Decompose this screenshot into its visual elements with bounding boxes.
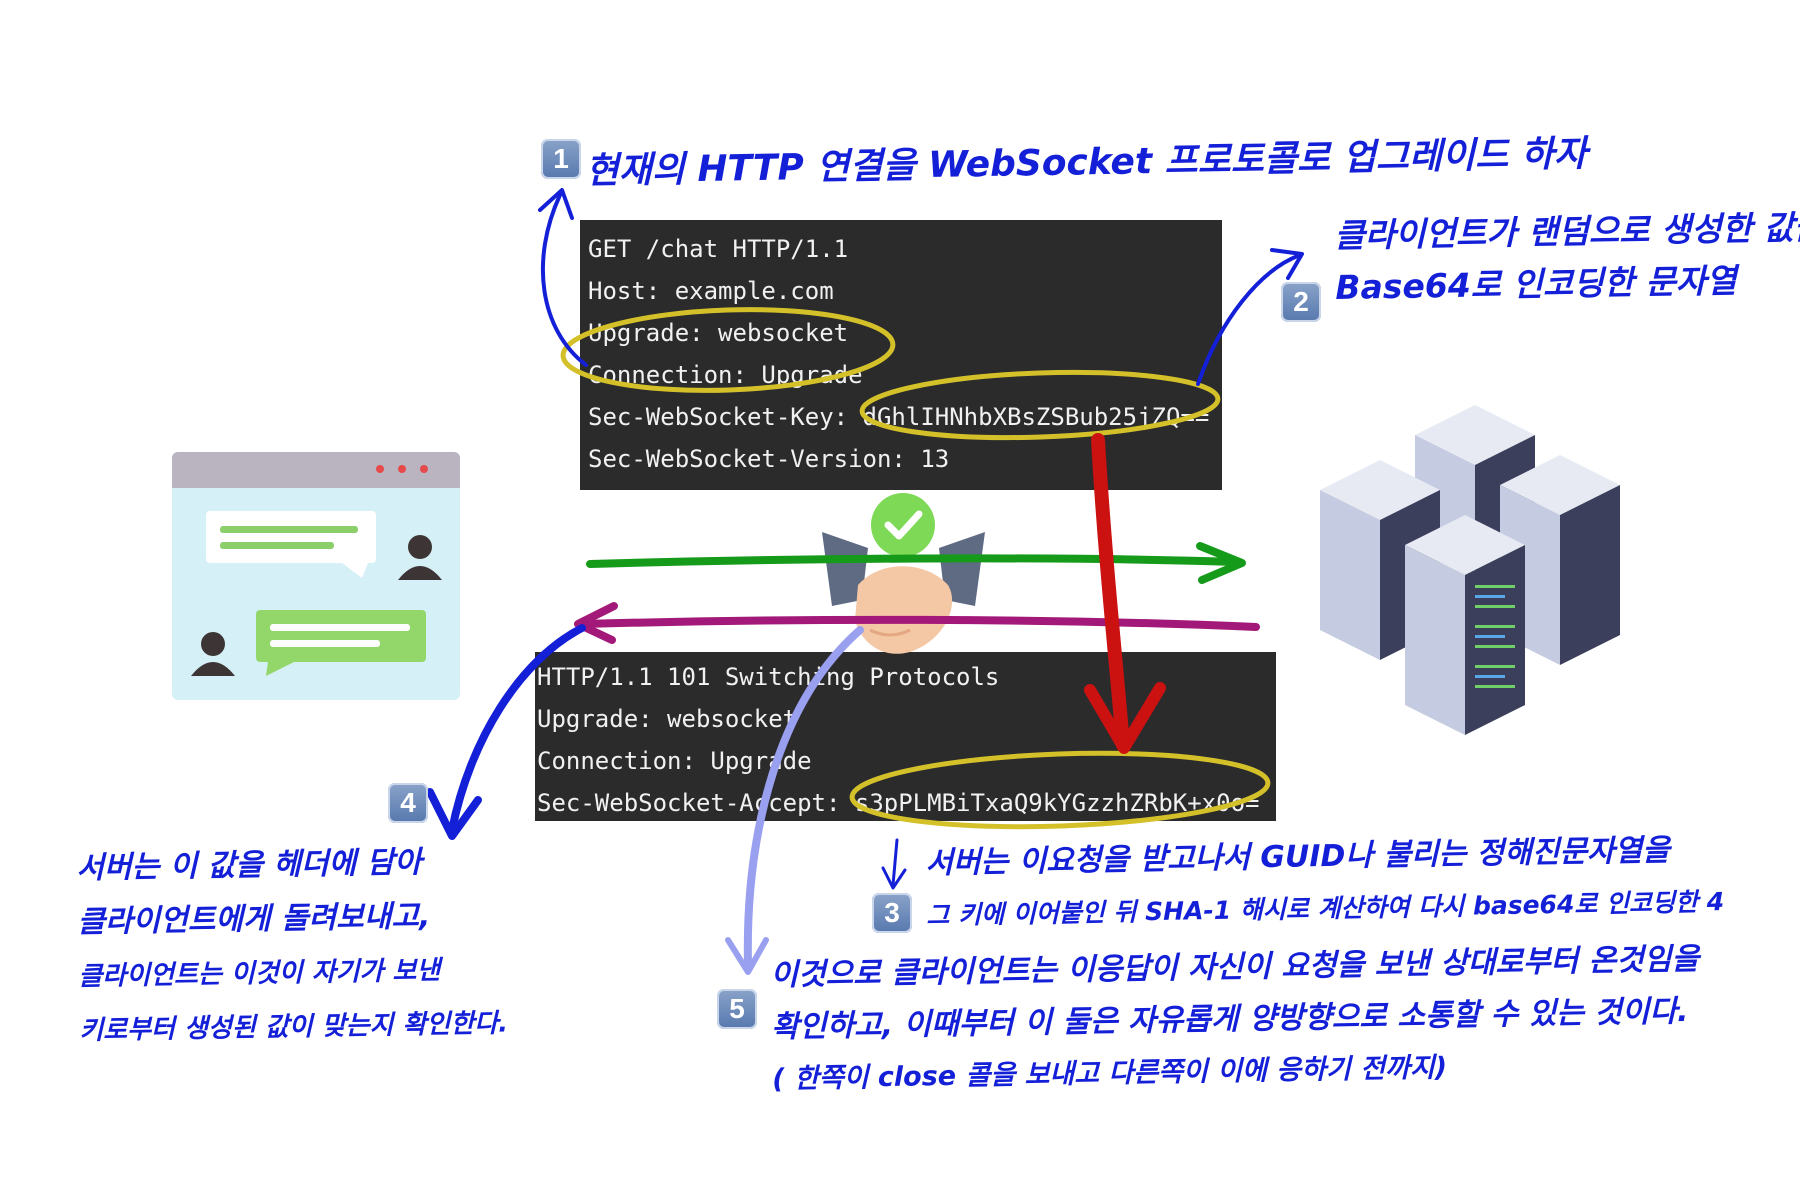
note-line: 키로부터 생성된 값이 맞는지 확인한다. <box>79 1008 509 1046</box>
compute-arrow <box>1084 433 1166 754</box>
response-arrow <box>574 602 1260 644</box>
request-code-block: GET /chat HTTP/1.1 Host: example.com Upg… <box>580 220 1222 490</box>
request-line: Host: example.com <box>588 277 834 305</box>
check-arrow <box>725 626 864 975</box>
highlight-oval <box>560 307 1271 830</box>
note-line: 클라이언트가 랜덤으로 생성한 값을 <box>1334 207 1800 255</box>
note-step-4: 서버는 이 값을 헤더에 담아 클라이언트에게 돌려보내고, 클라이언트는 이것… <box>76 835 509 1058</box>
note-line: 클라이언트는 이것이 자기가 보낸 <box>78 955 441 992</box>
response-line: Connection: Upgrade <box>537 747 812 775</box>
response-line: HTTP/1.1 101 Switching Protocols <box>537 663 1000 691</box>
request-line: GET /chat HTTP/1.1 <box>588 235 849 263</box>
server-rack-icon <box>1320 405 1620 735</box>
checkmark-icon <box>871 493 935 557</box>
step-4-badge: 4 <box>388 783 428 823</box>
note-line: 서버는 이 값을 헤더에 담아 <box>76 844 423 886</box>
handshake-icon <box>822 532 985 654</box>
step-3-badge: 3 <box>872 893 912 933</box>
note-line: Base64로 인코딩한 문자열 <box>1335 260 1737 307</box>
step-1-badge: 1 <box>541 139 581 179</box>
note-step-3: 서버는 이요청을 받고나서 GUID나 불리는 정해진문자열을 그 키에 이어붙… <box>925 823 1797 942</box>
request-arrow <box>586 542 1246 584</box>
request-line: Upgrade: websocket <box>588 319 849 347</box>
step-5-badge: 5 <box>717 989 757 1029</box>
note-line: 클라이언트에게 돌려보내고, <box>77 898 431 940</box>
step-2-badge: 2 <box>1281 282 1321 322</box>
response-code-block: HTTP/1.1 101 Switching Protocols Upgrade… <box>535 652 1276 821</box>
request-line: Sec-WebSocket-Key: dGhlIHNhbXBsZSBub25jZ… <box>588 403 1210 431</box>
annotation-arrow <box>426 188 1304 890</box>
note-step-5: 이것으로 클라이언트는 이응답이 자신이 요청을 보낸 상대로부터 온것임을 확… <box>770 934 1701 1106</box>
chat-window-icon <box>172 452 460 700</box>
request-line: Sec-WebSocket-Version: 13 <box>588 445 950 473</box>
response-line: Upgrade: websocket <box>537 705 798 733</box>
note-step-2: 클라이언트가 랜덤으로 생성한 값을 Base64로 인코딩한 문자열 <box>1334 201 1800 314</box>
response-line: Sec-WebSocket-Accept: s3pPLMBiTxaQ9kYGzz… <box>537 789 1260 817</box>
